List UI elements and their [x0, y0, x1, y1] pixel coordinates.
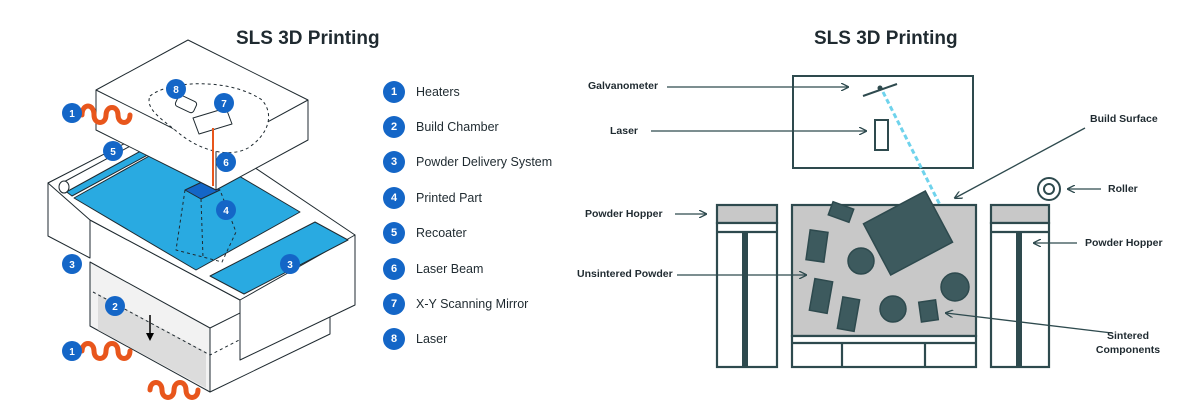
sintered-part	[808, 277, 834, 315]
sintered-part-round	[879, 295, 907, 323]
sintered-part-round	[940, 272, 970, 302]
legend-label: Printed Part	[416, 190, 483, 205]
sintered-part-small	[827, 200, 855, 224]
legend-label: Laser Beam	[416, 261, 484, 276]
powder-reservoir-right	[209, 221, 349, 295]
callout-build-chamber: 2	[105, 296, 125, 316]
svg-text:8: 8	[173, 85, 179, 96]
label-sintered-components: Sintered Components	[1095, 330, 1161, 356]
laser-emitter	[874, 119, 889, 151]
heater-coil-bottom	[79, 341, 133, 361]
sintered-part	[836, 295, 861, 333]
legend-number-badge: 3	[383, 151, 405, 174]
svg-text:2: 2	[112, 302, 118, 313]
callout-heaters-top: 1	[62, 103, 82, 123]
legend-number-badge: 2	[383, 116, 405, 139]
svg-text:4: 4	[223, 206, 229, 217]
callout-printed-part: 4	[216, 200, 236, 220]
legend-item: 2 Build Chamber	[383, 109, 552, 144]
callout-laser: 8	[166, 79, 186, 99]
callout-recoater: 5	[103, 141, 123, 161]
label-build-surface: Build Surface	[1090, 113, 1158, 125]
legend-item: 5 Recoater	[383, 216, 552, 251]
right-hopper-powder	[989, 203, 1051, 225]
label-powder-hopper-right: Powder Hopper	[1085, 237, 1163, 249]
label-roller: Roller	[1108, 183, 1138, 195]
svg-text:3: 3	[287, 260, 293, 271]
sintered-part-large	[862, 189, 954, 277]
sintered-part	[805, 229, 829, 263]
build-chamber-interior	[98, 294, 206, 388]
legend-number-badge: 7	[383, 293, 405, 316]
powder-bed	[73, 139, 301, 271]
legend-number-badge: 6	[383, 257, 405, 280]
label-galvanometer: Galvanometer	[588, 80, 659, 92]
component-legend: 1 Heaters 2 Build Chamber 3 Powder Delivery…	[383, 74, 552, 357]
legend-number-badge: 8	[383, 328, 405, 351]
galvanometer-pivot	[877, 85, 883, 91]
sintered-part-round	[847, 247, 875, 275]
legend-item: 1 Heaters	[383, 74, 552, 109]
svg-text:3: 3	[69, 260, 75, 271]
legend-number-badge: 4	[383, 186, 405, 209]
legend-label: Build Chamber	[416, 120, 499, 135]
legend-number-badge: 5	[383, 222, 405, 245]
legend-item: 8 Laser	[383, 322, 552, 357]
svg-text:5: 5	[110, 147, 116, 158]
right-diagram-title: SLS 3D Printing	[814, 28, 958, 49]
callout-powder-delivery-right: 3	[280, 254, 300, 274]
down-arrow-icon	[146, 333, 154, 341]
label-powder-hopper-left: Powder Hopper	[585, 208, 663, 220]
legend-item: 7 X-Y Scanning Mirror	[383, 286, 552, 321]
heater-coil-bottom-2	[147, 380, 201, 400]
heater-coil-top	[79, 103, 133, 125]
legend-item: 4 Printed Part	[383, 180, 552, 215]
laser-housing	[792, 75, 974, 169]
legend-number-badge: 1	[383, 80, 405, 103]
callout-powder-delivery-left: 3	[62, 254, 82, 274]
left-diagram-title: SLS 3D Printing	[236, 28, 380, 49]
left-hopper-powder	[715, 203, 779, 225]
callout-laser-beam: 6	[216, 152, 236, 172]
legend-label: X-Y Scanning Mirror	[416, 297, 529, 312]
label-laser: Laser	[610, 125, 639, 137]
laser-beam-path	[881, 91, 942, 206]
legend-label: Powder Delivery System	[416, 155, 553, 170]
svg-text:7: 7	[221, 99, 227, 110]
legend-item: 3 Powder Delivery System	[383, 145, 552, 180]
label-unsintered-powder: Unsintered Powder	[577, 268, 673, 280]
svg-text:1: 1	[69, 347, 75, 358]
sintered-part	[917, 298, 940, 323]
legend-item: 6 Laser Beam	[383, 251, 552, 286]
callout-mirror: 7	[214, 93, 234, 113]
callout-heaters-bottom: 1	[62, 341, 82, 361]
legend-label: Heaters	[416, 84, 460, 99]
legend-label: Recoater	[416, 226, 467, 241]
svg-text:6: 6	[223, 158, 229, 169]
svg-text:1: 1	[69, 109, 75, 120]
legend-label: Laser	[416, 332, 448, 347]
